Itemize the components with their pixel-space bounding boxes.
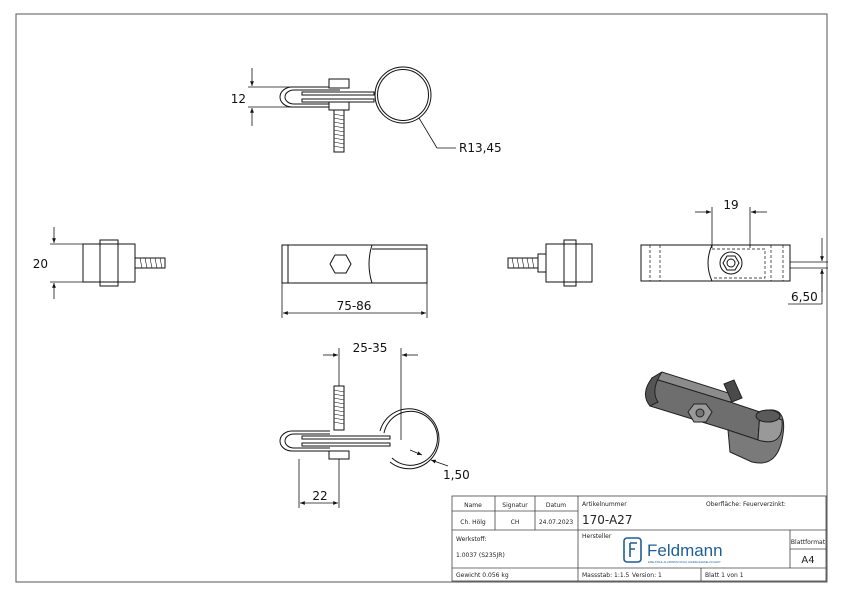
- tb-name-label: Name: [464, 502, 482, 509]
- tb-sheet: Blatt 1 von 1: [705, 572, 744, 579]
- left-side-view: [82, 239, 166, 287]
- tb-format-value: A4: [801, 555, 814, 566]
- dim-side-height: 20: [33, 257, 48, 271]
- dim-wall: 1,50: [443, 468, 470, 482]
- dim-radius: R13,45: [459, 141, 502, 155]
- tb-format-label: Blattformat: [791, 539, 826, 546]
- tb-manufacturer-label: Hersteller: [582, 533, 612, 540]
- right-side-view: [507, 239, 593, 287]
- tb-surface-label: Oberfläche:: [706, 501, 741, 508]
- brand-name: Feldmann: [647, 541, 723, 560]
- tb-scale: Massstab: 1:1.5: [582, 572, 630, 579]
- tb-signature-label: Signatur: [502, 502, 528, 509]
- front-view: [281, 244, 428, 284]
- tb-date-value: 24.07.2023: [539, 519, 574, 526]
- tb-name-value: Ch. Hölg: [460, 519, 486, 526]
- dim-clamp-range: 25-35: [353, 341, 388, 355]
- tb-date-label: Datum: [546, 502, 566, 509]
- brand-tagline: EDELSTAHL-ALUMINIUM-STAHL HANDELSGESELLS…: [648, 560, 721, 564]
- bottom-view: [640, 244, 791, 282]
- drawing-border: [15, 13, 828, 583]
- lower-view: [279, 385, 440, 470]
- tb-surface-value: Feuerverzinkt:: [743, 501, 786, 508]
- top-view: [279, 66, 432, 153]
- feldmann-logo: Feldmann EDELSTAHL-ALUMINIUM-STAHL HANDE…: [623, 537, 723, 564]
- dim-offset: 6,50: [791, 290, 818, 304]
- tb-material-value: 1.0037 (S235JR): [456, 552, 505, 559]
- isometric-view: [645, 371, 785, 464]
- tb-version: Version: 1: [632, 572, 662, 579]
- dim-length: 75-86: [337, 299, 372, 313]
- tb-material-label: Werkstoff:: [456, 536, 487, 543]
- tb-article-value: 170-A27: [582, 513, 632, 527]
- tb-signature-value: CH: [511, 519, 520, 526]
- tb-weight: Gewicht 0.056 kg: [456, 572, 509, 579]
- tb-article-label: Artikelnummer: [582, 501, 627, 508]
- dim-top-height: 12: [231, 92, 246, 106]
- dim-clamp-width: 19: [723, 198, 738, 212]
- dim-tail: 22: [312, 489, 327, 503]
